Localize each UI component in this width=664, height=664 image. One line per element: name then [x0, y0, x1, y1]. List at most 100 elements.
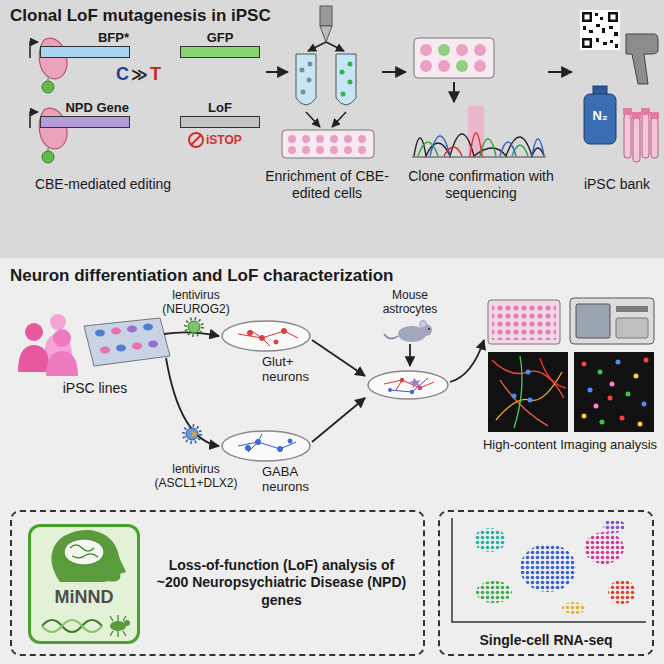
culture-plate — [344, 146, 352, 154]
neuron-dish — [222, 321, 310, 351]
culture-plate — [358, 146, 366, 154]
culture-plate — [358, 135, 366, 143]
neuron-dish — [368, 371, 448, 399]
panel-background — [0, 0, 664, 258]
umap-plot — [520, 544, 576, 592]
imaging-machine — [570, 298, 654, 344]
chromatogram — [430, 136, 544, 156]
culture-plate — [302, 135, 310, 143]
neuron-dish — [274, 340, 278, 344]
imaging-machine — [616, 318, 648, 338]
neuron-dish — [238, 329, 298, 347]
logo-box: MiNND — [28, 524, 140, 644]
microscopy-image — [608, 396, 613, 401]
qr-code — [580, 10, 620, 50]
node-text: MiNND — [31, 587, 137, 608]
ipsc-plate — [84, 318, 170, 366]
dewar — [584, 94, 616, 144]
gene-bar: BFP* — [40, 46, 130, 58]
people-icon — [50, 314, 66, 330]
qr-code — [614, 32, 618, 36]
cryo-tubes — [633, 118, 640, 162]
microscopy-image — [600, 420, 605, 425]
ipsc-plate — [143, 324, 153, 331]
cryo-tubes — [642, 114, 649, 158]
ipsc-plate — [116, 345, 126, 352]
sorting-tubes — [320, 26, 332, 42]
sorting-tubes — [348, 80, 353, 85]
microscopy-image — [514, 356, 522, 428]
mouse-icon — [384, 334, 398, 339]
stop-label: iSTOP — [206, 133, 242, 147]
virus-label: lentivirus (NEUROG2) — [154, 288, 238, 316]
minnd-logo — [28, 524, 140, 644]
microscopy-image — [634, 374, 639, 379]
imaging-plate — [492, 304, 556, 340]
ipsc-plate — [127, 326, 137, 333]
culture-plate — [474, 44, 486, 56]
node-text: NPD Gene — [65, 100, 129, 115]
promoter-arrow — [30, 42, 38, 58]
qr-code — [595, 13, 598, 16]
sorting-tubes — [307, 78, 312, 83]
ipsc-plate — [95, 330, 105, 337]
neuron-dish — [409, 378, 421, 388]
chromatogram — [412, 106, 546, 158]
microscopy-image — [574, 352, 654, 432]
mouse-icon — [420, 321, 427, 328]
qr-code — [611, 15, 616, 20]
lentivirus-icon — [186, 319, 203, 336]
umap-plot — [474, 528, 506, 552]
ipsc-plate — [132, 343, 142, 350]
umap-plot — [608, 580, 636, 604]
node-text: Clonal LoF mutagenesis in iPSC — [10, 6, 271, 26]
culture-plate — [330, 135, 338, 143]
lentivirus-icon — [184, 426, 201, 443]
flow-arrow — [312, 398, 365, 442]
flow-arrow — [164, 332, 484, 446]
sorting-tubes — [341, 92, 346, 97]
minnd-logo — [42, 620, 102, 632]
conversion-symbol: ≫ — [131, 65, 148, 84]
people-icon — [53, 329, 71, 347]
minnd-logo — [110, 615, 126, 637]
neuron-dish — [222, 321, 448, 461]
cryo-tubes — [632, 112, 641, 119]
neuron-label: Glut+ neurons — [262, 354, 322, 384]
node-text: LoF — [181, 100, 259, 115]
microscopy-image — [488, 352, 568, 432]
panel-band: Neuron differentiation and LoF character… — [0, 258, 664, 664]
culture-plate — [316, 146, 324, 154]
node-text: GFP — [181, 30, 259, 45]
microscopy-image — [582, 362, 587, 367]
microscopy-image — [610, 382, 615, 387]
lentivirus-icon — [186, 428, 198, 440]
microscopy-image — [588, 388, 593, 393]
flow-arrow — [453, 82, 455, 102]
people-icon — [18, 314, 78, 376]
neuron-dish — [384, 380, 434, 390]
microscopy-image — [582, 414, 587, 419]
umap-plot — [476, 581, 512, 603]
sorting-tubes — [296, 6, 356, 105]
node-text: Neuron differentiation and LoF character… — [10, 266, 393, 286]
qr-code — [596, 24, 600, 27]
step-caption: CBE-mediated editing — [18, 176, 188, 193]
microscopy-image — [638, 422, 643, 427]
minnd-logo — [70, 545, 98, 558]
imaging-machine — [616, 306, 648, 312]
gene-bar: LoF — [180, 116, 260, 128]
flow-arrow — [409, 344, 411, 366]
culture-plate — [420, 60, 432, 72]
sorting-tubes — [320, 6, 332, 26]
qr-code — [582, 12, 592, 22]
neuron-dish — [248, 331, 253, 336]
barcode-scanner — [626, 34, 658, 84]
dewar — [584, 86, 616, 144]
neuron-dish — [238, 434, 296, 452]
culture-plate — [474, 60, 486, 72]
microscopy-image — [594, 404, 599, 409]
microscopy-image — [512, 394, 517, 399]
sorting-tubes — [336, 54, 356, 105]
